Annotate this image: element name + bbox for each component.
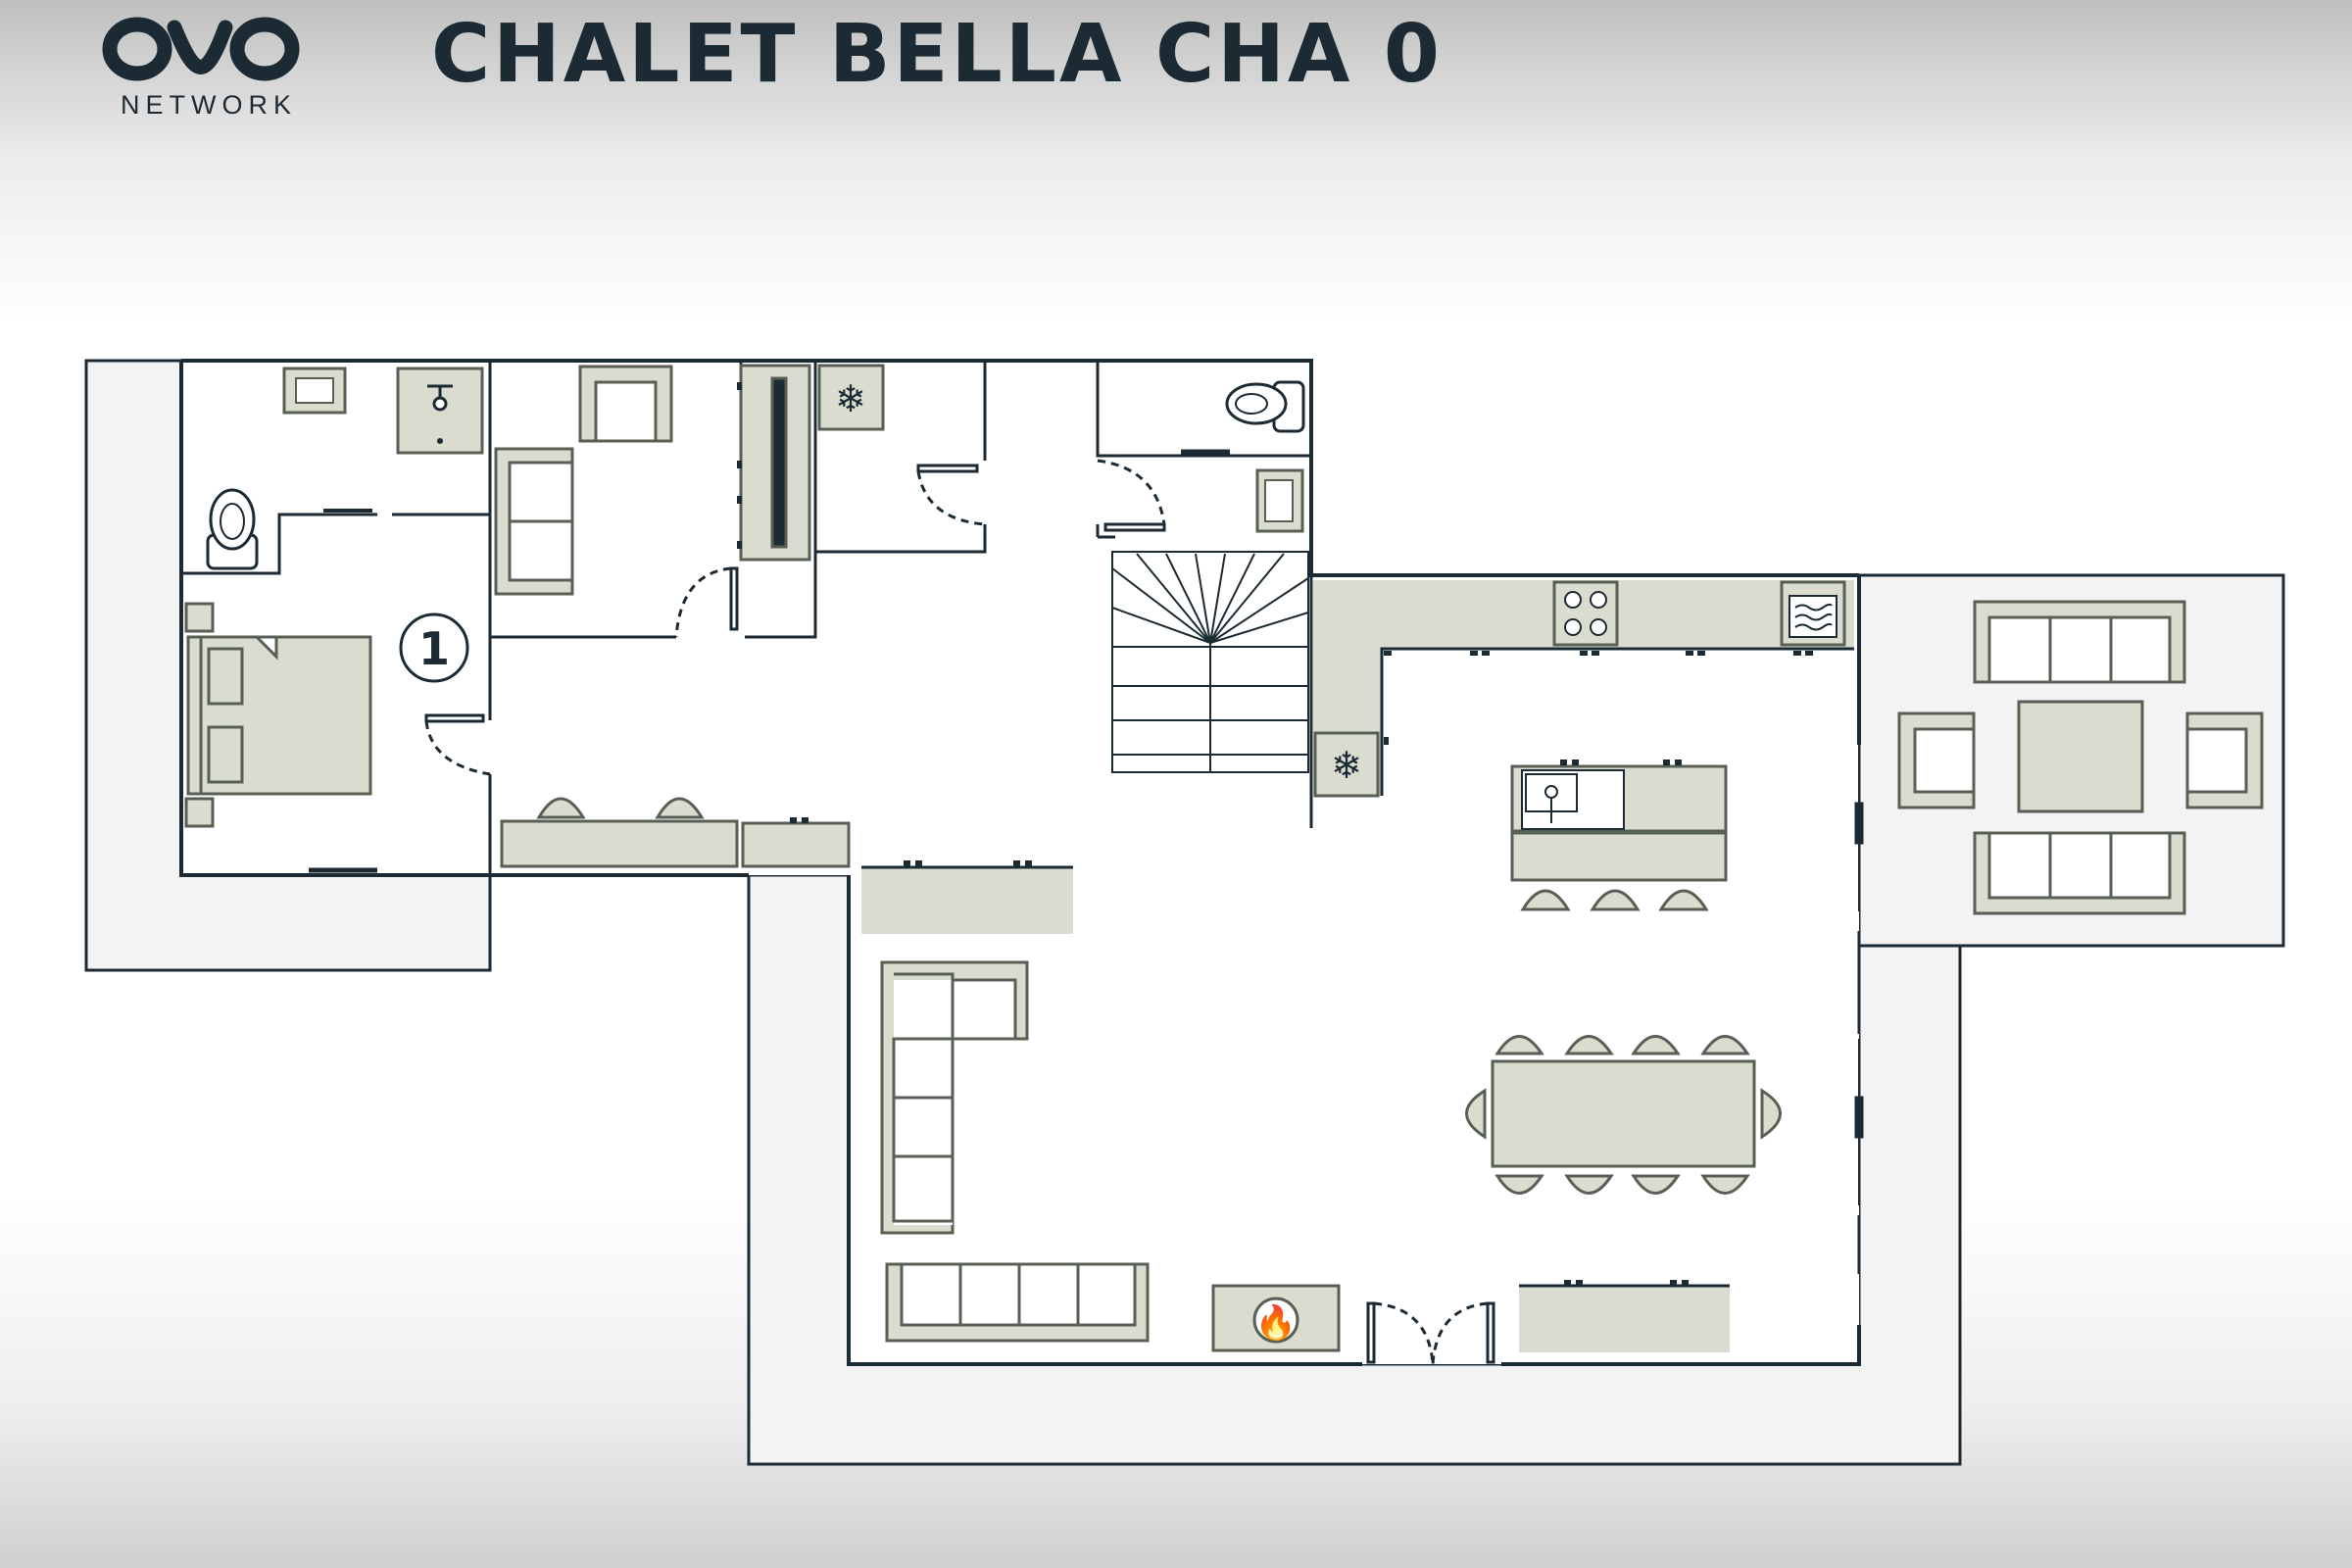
bar-stools (1520, 889, 1709, 911)
coffee-table (2017, 700, 2144, 813)
kitchen: ❄ (1313, 580, 1854, 911)
cabinet-bottom (1519, 1286, 1730, 1352)
dining-table (1491, 1059, 1756, 1168)
snowflake-icon: ❄ (1331, 744, 1362, 787)
doors (245, 449, 1864, 1365)
room-number-1: 1 (418, 622, 450, 675)
staircase (1111, 551, 1309, 773)
bathroom-fixtures (206, 367, 1305, 570)
sideboard (861, 867, 1073, 934)
sockets (737, 382, 1813, 1286)
kitchen-island (1510, 831, 1728, 882)
console (741, 821, 851, 868)
page-title: CHALET BELLA CHA 0 (431, 8, 1443, 101)
nightstand-bottom (184, 797, 215, 828)
snowflake-icon: ❄ (835, 377, 866, 420)
tv (770, 376, 788, 549)
kitchen-counter (1313, 580, 1854, 796)
terrace-lounge (1897, 600, 2264, 915)
dining-chairs (1465, 1035, 1782, 1195)
desk (500, 819, 739, 868)
bedroom: 1 (184, 602, 469, 828)
fire-icon: 🔥 (1255, 1303, 1297, 1343)
room-number-badge (399, 612, 469, 683)
nightstand-top (184, 602, 215, 633)
tv-room-furniture: ❄ (494, 364, 885, 596)
cooktop (1552, 580, 1619, 647)
toilet-2 (1225, 380, 1305, 433)
freezer-1 (817, 364, 885, 431)
dining (1465, 1035, 1782, 1195)
chair (536, 797, 705, 819)
brand-name: NETWORK (121, 90, 297, 120)
hall-furniture: 🔥 (500, 797, 1730, 1352)
ovo-network-logo (102, 17, 300, 81)
toilet-1 (206, 488, 259, 570)
freezer-2 (1313, 731, 1380, 798)
exterior-walls (179, 359, 1861, 1366)
